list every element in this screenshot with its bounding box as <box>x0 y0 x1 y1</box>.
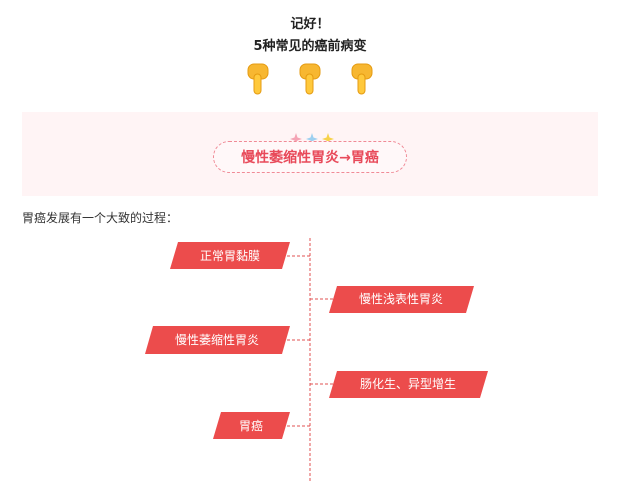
pointing-down-hand-icon <box>351 63 373 95</box>
timeline-step-label: 慢性萎缩性胃炎 <box>175 332 259 347</box>
timeline-step-label: 正常胃黏膜 <box>200 249 260 263</box>
pointing-down-hand-icon <box>299 63 321 95</box>
intro-text: 胃癌发展有一个大致的过程： <box>22 211 179 225</box>
timeline-step: 正常胃黏膜 <box>170 242 310 269</box>
heading-line-1: 记好！ <box>290 17 330 32</box>
heading-line-2: 5种常见的癌前病变 <box>253 39 367 54</box>
sparkle-icon <box>290 133 334 145</box>
pointing-down-hand-icon <box>247 63 269 95</box>
timeline-step: 慢性浅表性胃炎 <box>310 286 474 313</box>
timeline-step-label: 慢性浅表性胃炎 <box>359 292 443 306</box>
pointing-hands <box>0 62 620 96</box>
timeline-step: 慢性萎缩性胃炎 <box>145 326 310 354</box>
heading: 记好！ 5种常见的癌前病变 <box>0 14 620 58</box>
progression-timeline: 正常胃黏膜 慢性浅表性胃炎 慢性萎缩性胃炎 肠化生、异型增生 胃癌 <box>145 238 488 482</box>
title-pill: 慢性萎缩性胃炎→胃癌 <box>213 141 407 173</box>
timeline-step-label: 肠化生、异型增生 <box>360 377 456 391</box>
banner-title: 慢性萎缩性胃炎→胃癌 <box>241 150 379 166</box>
timeline-step: 肠化生、异型增生 <box>310 371 488 398</box>
timeline-step: 胃癌 <box>213 412 310 439</box>
timeline-step-label: 胃癌 <box>239 418 263 433</box>
